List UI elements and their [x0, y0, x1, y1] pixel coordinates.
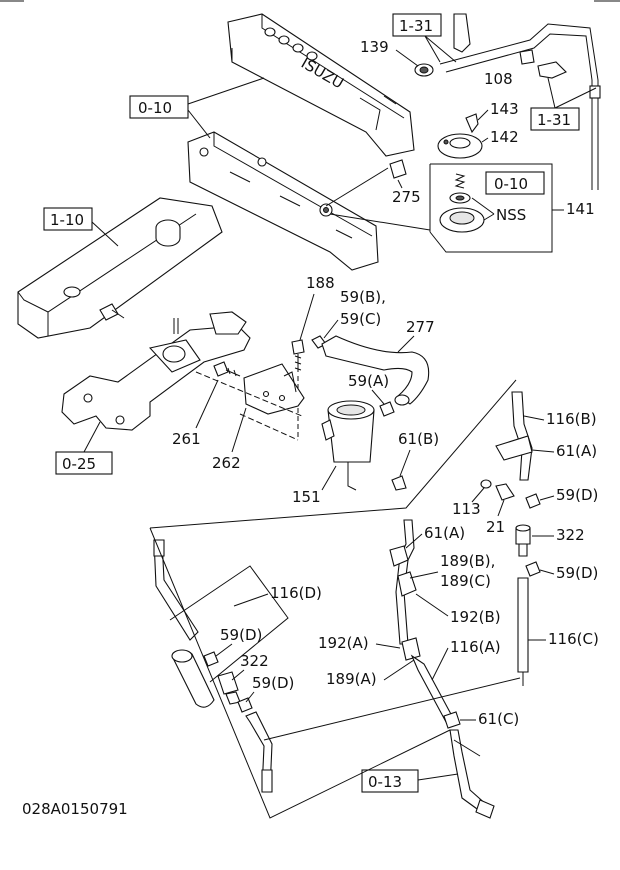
washer-139 — [414, 63, 434, 77]
callout-59b: 59(B), — [340, 288, 386, 306]
connector-322-left — [217, 671, 241, 705]
hose-lower-left — [245, 711, 273, 793]
washer-113 — [480, 479, 492, 489]
callout-21: 21 — [486, 518, 505, 536]
callout-262: 262 — [212, 454, 241, 472]
callout-116b: 116(B) — [546, 410, 597, 428]
ref-box-0-10-left: 0-10 — [129, 95, 189, 119]
svg-text:0-10: 0-10 — [138, 99, 172, 117]
bolt-261 — [213, 361, 241, 377]
rocker-cover-lower — [187, 131, 379, 271]
bracket-262 — [243, 363, 305, 415]
callout-116d: 116(D) — [270, 584, 322, 602]
leader-lines — [149, 379, 521, 819]
ref-box-0-25: 0-25 — [55, 451, 113, 475]
callout-61a-right: 61(A) — [556, 442, 597, 460]
callout-116c: 116(C) — [548, 630, 599, 648]
bolt-188 — [291, 339, 305, 372]
ref-box-1-10: 1-10 — [43, 207, 93, 231]
rocker-cover-left — [17, 197, 223, 339]
callout-59d-right: 59(D) — [556, 486, 598, 504]
svg-text:1-10: 1-10 — [50, 211, 84, 229]
clamp-59d-left-2 — [237, 697, 253, 713]
clamp-59d-left — [203, 651, 219, 667]
callout-139: 139 — [360, 38, 389, 56]
grommet-275 — [389, 159, 407, 179]
callout-192a: 192(A) — [318, 634, 369, 652]
clamp-59d-right-2 — [525, 561, 541, 577]
callout-192b: 192(B) — [450, 608, 501, 626]
pipe-center — [389, 519, 453, 723]
callout-59d-right-2: 59(D) — [556, 564, 598, 582]
callout-322-right: 322 — [556, 526, 585, 544]
svg-text:1-31: 1-31 — [537, 111, 571, 129]
hose-277 — [321, 335, 430, 406]
callout-116a: 116(A) — [450, 638, 501, 656]
callout-277: 277 — [406, 318, 435, 336]
pipe-116c — [517, 577, 529, 686]
drawing-code: 028A0150791 — [22, 800, 128, 818]
callout-189b: 189(B), — [440, 552, 495, 570]
breather-tube-top — [453, 13, 471, 53]
svg-text:0-25: 0-25 — [62, 455, 96, 473]
pipe-116b — [495, 391, 533, 481]
dipstick-grip — [589, 85, 601, 99]
callout-108: 108 — [484, 70, 513, 88]
callout-61a: 61(A) — [424, 524, 465, 542]
clamp-61c — [443, 711, 461, 729]
svg-text:0-10: 0-10 — [494, 175, 528, 193]
callout-151: 151 — [292, 488, 321, 506]
svg-text:1-31: 1-31 — [399, 17, 433, 35]
callout-61c: 61(C) — [478, 710, 519, 728]
spring-nss — [454, 173, 466, 189]
oil-separator-151 — [321, 400, 375, 491]
callout-59d-left-2: 59(D) — [252, 674, 294, 692]
callout-189c: 189(C) — [440, 572, 491, 590]
callout-61b: 61(B) — [398, 430, 439, 448]
callout-113: 113 — [452, 500, 481, 518]
screw-143 — [465, 113, 479, 134]
ref-box-1-31-top: 1-31 — [392, 13, 442, 37]
callout-141: 141 — [566, 200, 595, 218]
callout-59d-left: 59(D) — [220, 626, 262, 644]
bolt-21 — [495, 483, 515, 501]
svg-text:0-13: 0-13 — [368, 773, 402, 791]
callout-322-left: 322 — [240, 652, 269, 670]
manifold — [61, 311, 251, 431]
oil-filler-cap-142 — [437, 133, 483, 159]
oil-return-tube — [449, 729, 495, 819]
ref-box-1-31-right: 1-31 — [530, 107, 580, 131]
callout-59a: 59(A) — [348, 372, 389, 390]
hose-116d — [171, 649, 215, 708]
clip-61b — [391, 475, 407, 491]
callout-188: 188 — [306, 274, 335, 292]
callout-261: 261 — [172, 430, 201, 448]
callout-59c: 59(C) — [340, 310, 381, 328]
assembly-box-141 — [429, 163, 553, 253]
callout-143: 143 — [490, 100, 519, 118]
valve-nss — [439, 192, 485, 233]
callout-189a: 189(A) — [326, 670, 377, 688]
clamp-59a — [379, 401, 395, 417]
clamp-59d-right — [525, 493, 541, 509]
clip-108 — [537, 61, 567, 79]
ref-box-0-13: 0-13 — [361, 769, 419, 793]
connector-322-right — [515, 524, 531, 557]
ref-box-0-10-inner: 0-10 — [485, 171, 545, 195]
rocker-cover-upper: ISUZU — [227, 13, 415, 157]
grommet-108 — [519, 49, 535, 65]
callout-275: 275 — [392, 188, 421, 206]
callout-nss: NSS — [496, 206, 526, 224]
callout-142: 142 — [490, 128, 519, 146]
